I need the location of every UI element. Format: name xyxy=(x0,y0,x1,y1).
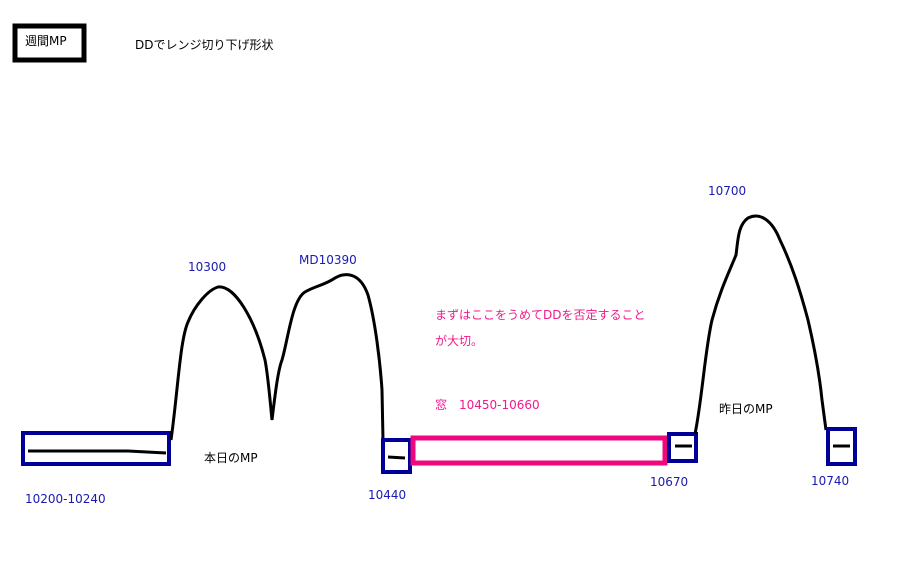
range-line xyxy=(28,449,167,455)
gap-window-label: 窓 10450-10660 xyxy=(435,398,540,412)
weekly-mp-label: 週間MP xyxy=(25,34,67,48)
level-10440-label: 10440 xyxy=(368,488,407,502)
peak3-label: 10700 xyxy=(708,184,747,198)
range-low-label: 10200-10240 xyxy=(25,492,106,506)
box-10670 xyxy=(667,432,698,463)
box-10740 xyxy=(826,427,857,466)
level-10740-label: 10740 xyxy=(811,474,850,488)
annotation-line1: まずはここをうめてDDを否定すること xyxy=(435,308,646,322)
weekly-mp-box xyxy=(12,23,87,63)
range-box-10200-10240 xyxy=(21,431,171,466)
level-10670-label: 10670 xyxy=(650,475,689,489)
today-profile-curve xyxy=(169,273,385,441)
diagram-title: DDでレンジ切り下げ形状 xyxy=(135,38,274,52)
peak1-label: 10300 xyxy=(188,260,227,274)
peak2-label: MD10390 xyxy=(299,253,357,267)
yesterday-profile-curve xyxy=(693,214,828,435)
annotation-line2: が大切。 xyxy=(435,334,484,348)
today-mp-label: 本日のMP xyxy=(204,451,258,465)
yesterday-mp-label: 昨日のMP xyxy=(719,402,773,416)
box-10440-line xyxy=(387,455,406,460)
gap-window-box xyxy=(410,435,668,466)
box-10440 xyxy=(381,438,412,474)
